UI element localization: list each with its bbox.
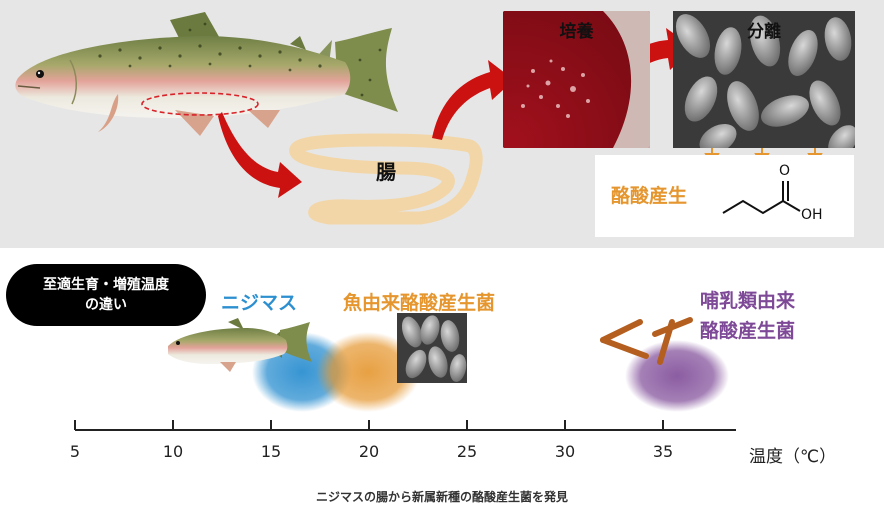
gut-highlight [141,92,259,116]
arrow-culture-to-isolation [604,28,694,100]
axis-tick-label: 20 [358,442,380,461]
mammal-bacteria-label-line1: 哺乳類由来 [700,290,796,312]
trout-illustration [15,12,398,136]
formula-o: O [779,163,791,179]
mammal-icon-marks [600,317,693,365]
small-sem-photo [397,313,467,383]
axis-title: 温度（℃） [749,447,837,467]
figure-caption: ニジマスの腸から新属新種の酪酸産生菌を発見 [315,490,568,504]
mammal-bacteria-label-line2: 酪酸産生菌 [700,320,796,342]
isolation-sem-photo: 分離 [673,11,855,148]
axis-tick-label: 5 [69,442,81,461]
intestine-illustration [289,133,483,225]
intestine-label: 腸 [376,160,396,184]
axis-tick-label: 15 [260,442,282,461]
axis-tick-label: 25 [456,442,478,461]
trout-label: ニジマス [221,292,298,314]
butyric-acid-structure [722,181,801,215]
range-fish-bacteria [316,332,420,412]
arrow-intestine-to-culture [432,60,514,140]
axis-tick-label: 30 [554,442,576,461]
culture-label: 培養 [559,22,594,42]
butyrate-label: 酪酸産生 [611,185,688,207]
optimal-temperature-badge: 至適生育・増殖温度 の違い [6,264,206,326]
axis-tick-label: 10 [162,442,184,461]
fish-bacteria-label: 魚由来酪酸産生菌 [343,292,496,314]
badge-line-2: の違い [85,297,127,313]
arrow-gut-to-intestine [218,112,302,198]
isolation-label: 分離 [747,22,781,42]
formula-oh: OH [801,207,823,223]
culture-photo: 培養 [503,11,650,148]
small-trout-illustration [168,318,312,372]
range-mammal-bacteria [625,340,729,412]
axis-tick-label: 35 [652,442,674,461]
badge-line-1: 至適生育・増殖温度 [43,277,169,293]
butyrate-box: 酪酸産生 O OH [595,155,854,237]
axis-ticks [74,420,664,430]
